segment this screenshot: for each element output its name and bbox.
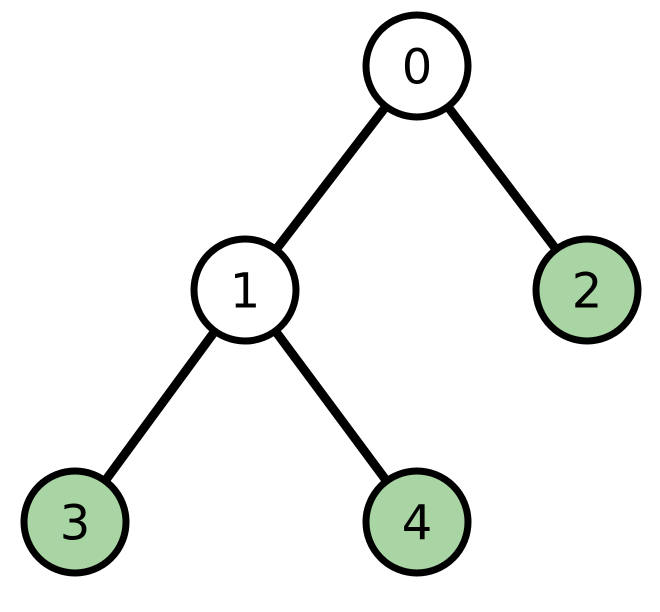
tree-node-label-3: 3: [60, 496, 91, 552]
tree-node-circle-0: [362, 11, 472, 121]
tree-node-label-1: 1: [230, 264, 261, 320]
tree-node-circle-4: [362, 467, 472, 577]
tree-node-label-2: 2: [572, 264, 603, 320]
tree-node-label-4: 4: [402, 496, 433, 552]
tree-node-4: 4: [362, 467, 472, 577]
tree-node-circle-2: [532, 235, 642, 345]
tree-node-2: 2: [532, 235, 642, 345]
tree-node-3: 3: [20, 467, 130, 577]
tree-node-label-0: 0: [402, 40, 433, 96]
tree-node-circle-1: [190, 235, 300, 345]
tree-node-0: 0: [362, 11, 472, 121]
tree-node-circle-3: [20, 467, 130, 577]
tree-node-1: 1: [190, 235, 300, 345]
